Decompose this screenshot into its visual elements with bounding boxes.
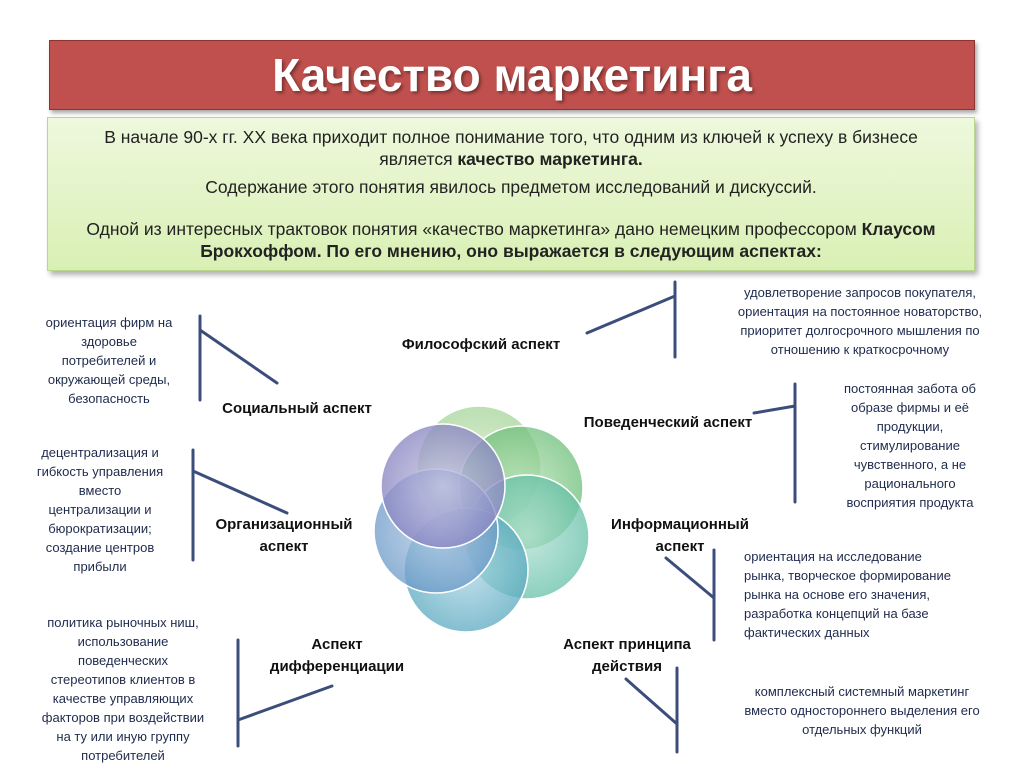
note-line: ориентация фирм на — [45, 315, 173, 330]
title-banner: Качество маркетинга — [49, 40, 975, 110]
intro-paragraph-2: Содержание этого понятия явилось предмет… — [205, 177, 817, 197]
note-line: качестве управляющих — [52, 691, 194, 706]
aspect-organizational-line-2: аспект — [259, 538, 309, 555]
note-line: окружающей среды, — [47, 372, 171, 387]
note-line: постоянная забота об — [844, 381, 976, 396]
intro-text-3: Одной из интересных трактовок понятия «к… — [86, 219, 862, 239]
aspect-differentiation-line-1: Аспект — [311, 636, 363, 653]
note-line: факторов при воздействии — [41, 710, 205, 725]
note-line: образе фирмы и её — [850, 400, 970, 415]
aspect-action: Аспект принципа действия — [540, 634, 714, 678]
note-line: безопасность — [68, 391, 150, 406]
note-differentiation: политика рыночных ниш, использование повед… — [10, 613, 236, 765]
aspect-informational-line-1: Информационный — [611, 516, 749, 533]
note-line: приоритет долгосрочного мышления по — [740, 323, 980, 338]
aspect-organizational-line-1: Организационный — [215, 516, 353, 533]
note-line: централизации и — [48, 502, 152, 517]
note-line: потребителей и — [61, 353, 157, 368]
aspect-informational-line-2: аспект — [655, 538, 705, 555]
intro-bold-1: качество маркетинга. — [457, 149, 643, 169]
note-line: комплексный системный маркетинг — [754, 684, 970, 699]
aspect-social: Социальный аспект — [222, 400, 372, 417]
aspect-organizational: Организационный аспект — [196, 514, 372, 558]
note-line: здоровье — [81, 334, 137, 349]
note-organizational: децентрализация и гибкость управления вмес… — [10, 443, 190, 576]
note-line: ориентация на постоянное новаторство, — [737, 304, 983, 319]
note-line: отдельных функций — [802, 722, 922, 737]
note-line: вместо — [78, 483, 122, 498]
note-line: потребителей — [81, 748, 165, 763]
note-line: политика рыночных ниш, — [47, 615, 199, 630]
aspect-informational: Информационный аспект — [590, 514, 770, 558]
aspect-philosophical: Философский аспект — [401, 336, 561, 353]
note-line: удовлетворение запросов покупателя, — [743, 285, 977, 300]
aspect-differentiation-line-2: дифференциации — [269, 658, 405, 675]
aspect-action-line-1: Аспект принципа — [563, 636, 691, 653]
connector-informational — [664, 556, 716, 600]
note-line: продукции, — [876, 419, 944, 434]
note-line: создание центров — [45, 540, 155, 555]
note-line: отношению к краткосрочному — [770, 342, 950, 357]
note-philosophical: удовлетворение запросов покупателя, ориен… — [700, 283, 1020, 359]
note-line: вместо одностороннего выделения его — [744, 703, 980, 718]
aspect-action-line-2: действия — [592, 658, 662, 675]
note-line: гибкость управления — [36, 464, 164, 479]
note-line: рынка, творческое формирование — [744, 568, 951, 583]
note-line: рационального — [864, 476, 956, 491]
note-line: на ту или иную группу — [56, 729, 190, 744]
note-social: ориентация фирм на здоровье потребителей и… — [20, 313, 198, 408]
intro-paragraph-3: Одной из интересных трактовок понятия «к… — [66, 218, 956, 262]
note-action: комплексный системный маркетинг вместо од… — [700, 682, 1024, 739]
note-line: рынка на основе его значения, — [744, 587, 931, 602]
note-line: разработка концепций на базе — [744, 606, 929, 621]
note-behavioral: постоянная забота об образе фирмы и её про… — [800, 379, 1020, 512]
note-line: восприятия продукта — [846, 495, 974, 510]
aspect-behavioral: Поведенческий аспект — [583, 414, 753, 431]
note-line: стереотипов клиентов в — [50, 672, 196, 687]
note-line: стимулирование — [860, 438, 960, 453]
note-line: поведенческих — [78, 653, 168, 668]
intro-bold-3: Клаусом Брокхоффом. По его мнению, оно в… — [200, 219, 936, 261]
intro-box: В начале 90-х гг. XX века приходит полно… — [47, 117, 975, 271]
connector-philosophical — [585, 294, 677, 335]
note-line: фактических данных — [744, 625, 870, 640]
petal-circle-6 — [380, 423, 506, 549]
connector-action — [624, 677, 679, 726]
connector-organizational — [191, 469, 289, 515]
note-informational: ориентация на исследование рынка, творчес… — [744, 547, 1020, 642]
aspect-differentiation: Аспект дифференциации — [250, 634, 424, 678]
intro-text-1: В начале 90-х гг. XX века приходит полно… — [104, 127, 918, 169]
connector-behavioral — [752, 404, 797, 415]
connector-differentiation — [236, 684, 334, 722]
flower-diagram — [373, 405, 590, 633]
note-line: децентрализация и — [41, 445, 159, 460]
page-title: Качество маркетинга — [272, 49, 752, 101]
note-line: чувственного, а не — [853, 457, 967, 472]
note-line: использование — [77, 634, 169, 649]
connector-social — [198, 328, 279, 385]
intro-paragraph-1: В начале 90-х гг. XX века приходит полно… — [66, 126, 956, 170]
note-line: прибыли — [73, 559, 127, 574]
note-line: ориентация на исследование — [744, 549, 922, 564]
note-line: бюрократизации; — [48, 521, 152, 536]
